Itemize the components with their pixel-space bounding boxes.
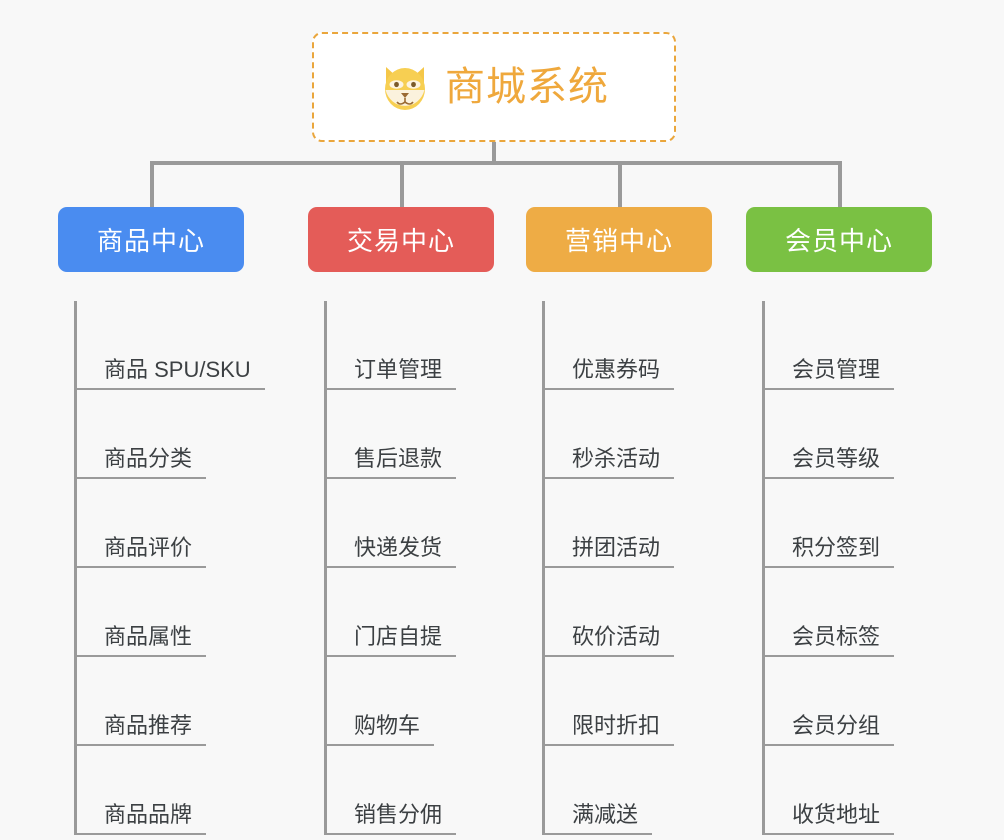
category-column-product: 商品中心 商品 SPU/SKU 商品分类 商品评价 商品属性 商品推荐 商品品牌 — [58, 207, 265, 835]
list-item[interactable]: 会员标签 — [762, 568, 932, 657]
list-item[interactable]: 订单管理 — [324, 301, 494, 390]
connector-drop-3 — [618, 161, 622, 207]
category-column-marketing: 营销中心 优惠券码 秒杀活动 拼团活动 砍价活动 限时折扣 满减送 — [526, 207, 712, 835]
leaf-label: 会员分组 — [762, 713, 895, 746]
leaf-label: 销售分佣 — [324, 802, 457, 835]
list-item[interactable]: 快递发货 — [324, 479, 494, 568]
leaf-label: 商品品牌 — [74, 802, 207, 835]
list-item[interactable]: 销售分佣 — [324, 746, 494, 835]
root-title: 商城系统 — [445, 65, 609, 109]
leaf-label: 购物车 — [324, 713, 435, 746]
list-item[interactable]: 砍价活动 — [542, 568, 712, 657]
connector-drop-2 — [400, 161, 404, 207]
leaf-label: 秒杀活动 — [542, 446, 675, 479]
list-item[interactable]: 门店自提 — [324, 568, 494, 657]
leaf-label: 积分签到 — [762, 535, 895, 568]
list-item[interactable]: 满减送 — [542, 746, 712, 835]
list-item[interactable]: 商品 SPU/SKU — [74, 301, 265, 390]
dog-face-icon — [379, 62, 431, 112]
spine-line — [324, 301, 327, 835]
spine-line — [542, 301, 545, 835]
category-header-product[interactable]: 商品中心 — [58, 207, 244, 272]
list-item[interactable]: 售后退款 — [324, 390, 494, 479]
category-column-member: 会员中心 会员管理 会员等级 积分签到 会员标签 会员分组 收货地址 — [746, 207, 932, 835]
leaf-list-trade: 订单管理 售后退款 快递发货 门店自提 购物车 销售分佣 — [308, 301, 494, 835]
leaf-label: 砍价活动 — [542, 624, 675, 657]
connector-horizontal-bus — [150, 161, 842, 165]
leaf-label: 收货地址 — [762, 802, 895, 835]
leaf-label: 订单管理 — [324, 357, 457, 390]
leaf-label: 商品评价 — [74, 535, 207, 568]
leaf-list-marketing: 优惠券码 秒杀活动 拼团活动 砍价活动 限时折扣 满减送 — [526, 301, 712, 835]
spine-line — [74, 301, 77, 835]
leaf-label: 限时折扣 — [542, 713, 675, 746]
root-node[interactable]: 商城系统 — [312, 32, 676, 142]
connector-root-stem — [492, 142, 496, 164]
list-item[interactable]: 秒杀活动 — [542, 390, 712, 479]
leaf-label: 售后退款 — [324, 446, 457, 479]
category-header-marketing[interactable]: 营销中心 — [526, 207, 712, 272]
leaf-label: 拼团活动 — [542, 535, 675, 568]
list-item[interactable]: 商品品牌 — [74, 746, 244, 835]
connector-drop-1 — [150, 161, 154, 207]
spine-line — [762, 301, 765, 835]
leaf-label: 门店自提 — [324, 624, 457, 657]
category-column-trade: 交易中心 订单管理 售后退款 快递发货 门店自提 购物车 销售分佣 — [308, 207, 494, 835]
list-item[interactable]: 购物车 — [324, 657, 494, 746]
leaf-label: 满减送 — [542, 802, 653, 835]
list-item[interactable]: 会员分组 — [762, 657, 932, 746]
leaf-label: 商品 SPU/SKU — [74, 357, 265, 390]
leaf-label: 商品推荐 — [74, 713, 207, 746]
list-item[interactable]: 会员管理 — [762, 301, 932, 390]
category-header-trade[interactable]: 交易中心 — [308, 207, 494, 272]
leaf-label: 会员管理 — [762, 357, 895, 390]
leaf-label: 商品分类 — [74, 446, 207, 479]
list-item[interactable]: 商品分类 — [74, 390, 244, 479]
list-item[interactable]: 积分签到 — [762, 479, 932, 568]
list-item[interactable]: 商品推荐 — [74, 657, 244, 746]
leaf-label: 商品属性 — [74, 624, 207, 657]
leaf-label: 会员等级 — [762, 446, 895, 479]
leaf-list-member: 会员管理 会员等级 积分签到 会员标签 会员分组 收货地址 — [746, 301, 932, 835]
leaf-label: 优惠券码 — [542, 357, 675, 390]
list-item[interactable]: 限时折扣 — [542, 657, 712, 746]
list-item[interactable]: 商品评价 — [74, 479, 244, 568]
list-item[interactable]: 商品属性 — [74, 568, 244, 657]
list-item[interactable]: 优惠券码 — [542, 301, 712, 390]
connector-drop-4 — [838, 161, 842, 207]
leaf-label: 快递发货 — [324, 535, 457, 568]
category-header-member[interactable]: 会员中心 — [746, 207, 932, 272]
list-item[interactable]: 会员等级 — [762, 390, 932, 479]
list-item[interactable]: 拼团活动 — [542, 479, 712, 568]
list-item[interactable]: 收货地址 — [762, 746, 932, 835]
leaf-label: 会员标签 — [762, 624, 895, 657]
leaf-list-product: 商品 SPU/SKU 商品分类 商品评价 商品属性 商品推荐 商品品牌 — [58, 301, 265, 835]
